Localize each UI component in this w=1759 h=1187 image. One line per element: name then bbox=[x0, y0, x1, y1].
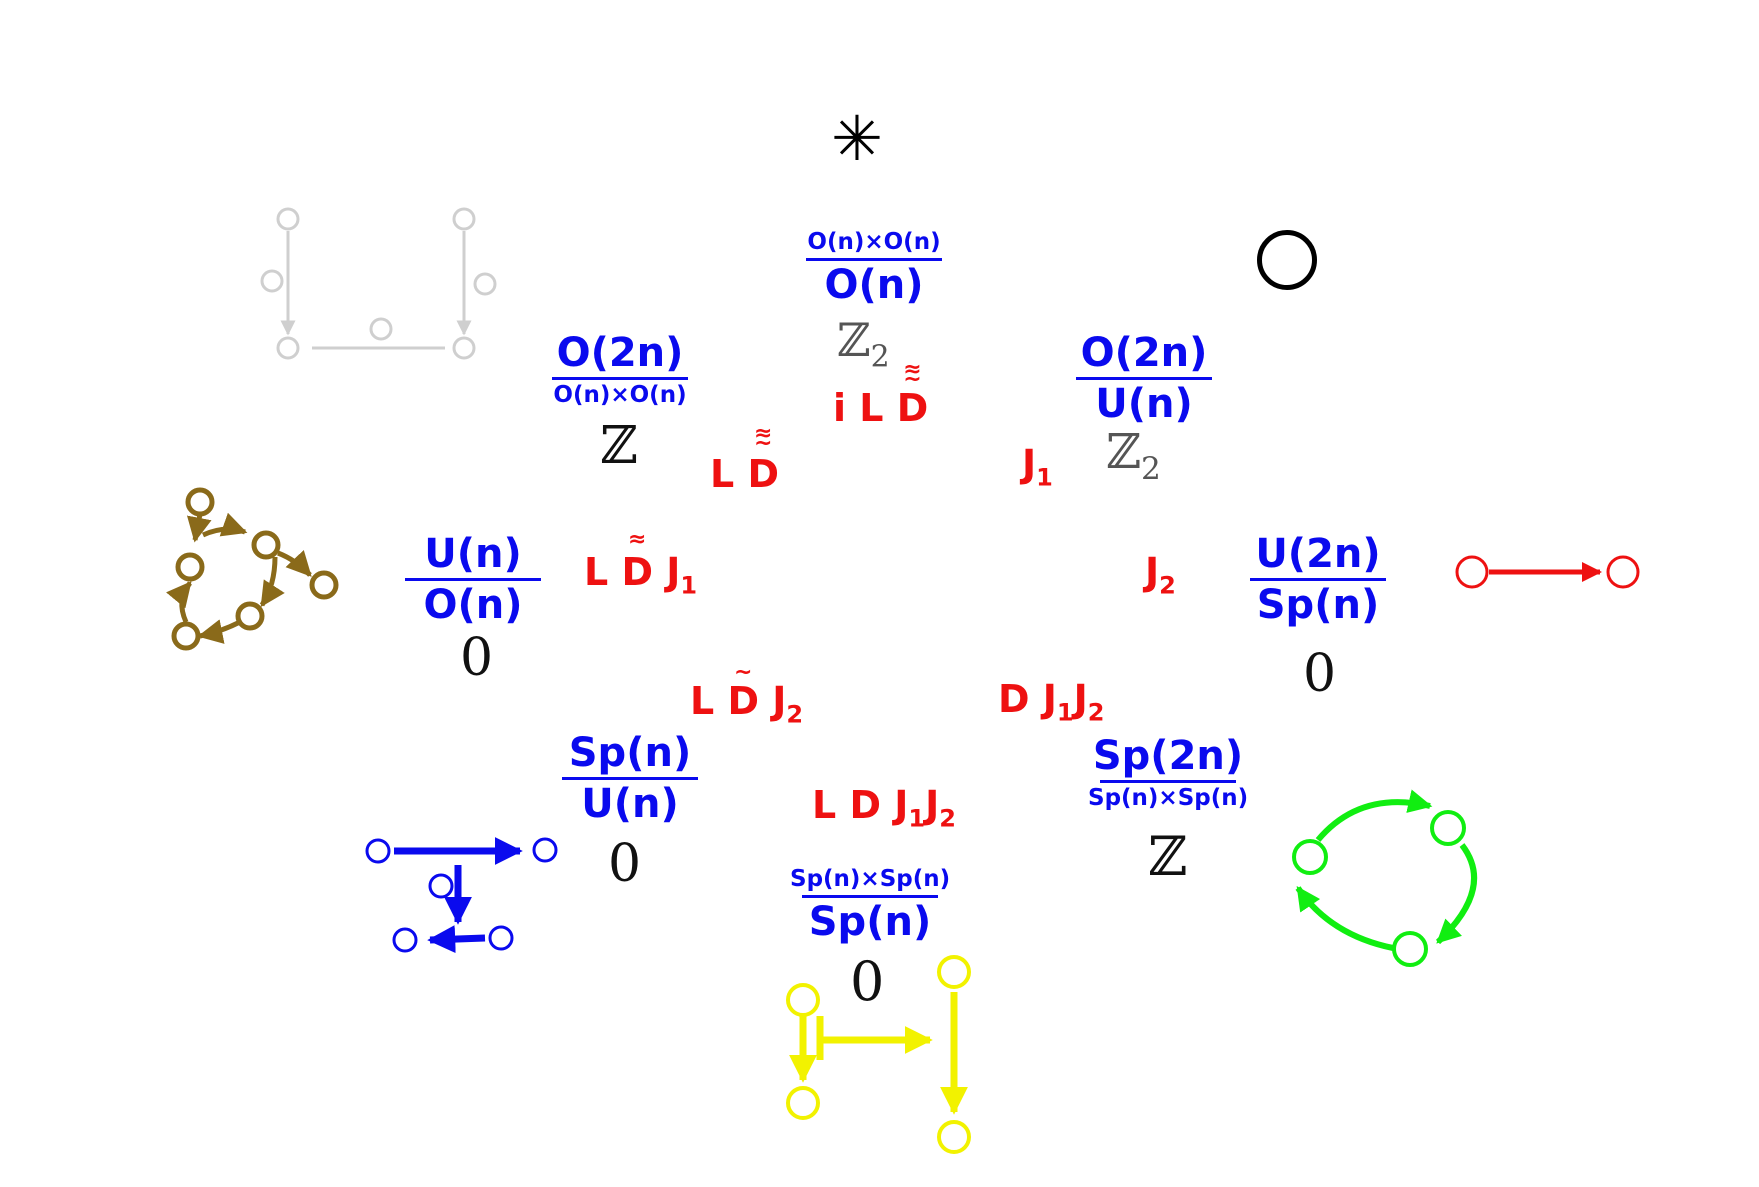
node-bottom-homotopy: 0 bbox=[850, 950, 885, 1013]
node-lower-right-denominator: Sp(n)×Sp(n) bbox=[1088, 785, 1249, 811]
gray-quiver-icon bbox=[260, 207, 497, 360]
node-left-denominator: O(n) bbox=[423, 582, 523, 628]
node-upper-right-homotopy: ℤ2 bbox=[1106, 424, 1161, 487]
node-right-denominator: Sp(n) bbox=[1256, 582, 1380, 628]
asterisk-icon: ✳ bbox=[831, 102, 883, 175]
blue-quiver-icon bbox=[365, 837, 558, 954]
node-lower-right: Sp(2n) Sp(n)×Sp(n) bbox=[1088, 736, 1248, 810]
node-left-numerator: U(n) bbox=[424, 531, 522, 577]
node-upper-right-numerator: O(2n) bbox=[1080, 330, 1208, 376]
node-left-homotopy: 0 bbox=[460, 628, 494, 688]
node-left: U(n) O(n) bbox=[403, 534, 543, 625]
operator-ldj2: L ~D J2 bbox=[690, 660, 804, 729]
circle-icon bbox=[1257, 230, 1317, 290]
node-top-homotopy: ℤ2 bbox=[837, 313, 890, 375]
node-top-denominator: O(n) bbox=[824, 262, 924, 308]
node-lower-left-numerator: Sp(n) bbox=[568, 730, 692, 776]
green-cycle-quiver-icon bbox=[1292, 789, 1477, 967]
yellow-quiver-icon bbox=[786, 955, 971, 1154]
node-right-numerator: U(2n) bbox=[1255, 531, 1381, 577]
operator-j1: J1 bbox=[1022, 442, 1053, 492]
node-top: O(n)×O(n) O(n) bbox=[804, 231, 944, 305]
operator-ldj1j2: L D J1J2 bbox=[812, 783, 956, 833]
node-bottom-numerator: Sp(n)×Sp(n) bbox=[790, 866, 951, 892]
node-lower-left: Sp(n) U(n) bbox=[560, 733, 700, 824]
node-lower-right-homotopy: ℤ bbox=[1148, 825, 1188, 888]
operator-dj1j2: D J1J2 bbox=[998, 677, 1105, 727]
node-right: U(2n) Sp(n) bbox=[1248, 534, 1388, 625]
node-upper-right-denominator: U(n) bbox=[1095, 381, 1193, 427]
node-lower-left-denominator: U(n) bbox=[581, 781, 679, 827]
node-right-homotopy: 0 bbox=[1303, 644, 1337, 704]
node-upper-right: O(2n) U(n) bbox=[1072, 333, 1216, 424]
node-upper-left-denominator: O(n)×O(n) bbox=[553, 382, 687, 408]
operator-j2: J2 bbox=[1145, 550, 1176, 600]
node-top-numerator: O(n)×O(n) bbox=[807, 229, 941, 255]
red-arrow-quiver-icon bbox=[1455, 555, 1640, 589]
node-bottom: Sp(n)×Sp(n) Sp(n) bbox=[790, 866, 951, 945]
node-upper-left-numerator: O(2n) bbox=[556, 330, 684, 376]
node-upper-left: O(2n) O(n)×O(n) bbox=[548, 333, 692, 407]
brown-cycle-quiver-icon bbox=[166, 487, 339, 651]
node-bottom-denominator: Sp(n) bbox=[808, 899, 932, 945]
node-lower-left-homotopy: 0 bbox=[608, 834, 642, 894]
node-lower-right-numerator: Sp(2n) bbox=[1092, 733, 1244, 779]
node-upper-left-homotopy: ℤ bbox=[600, 416, 638, 476]
